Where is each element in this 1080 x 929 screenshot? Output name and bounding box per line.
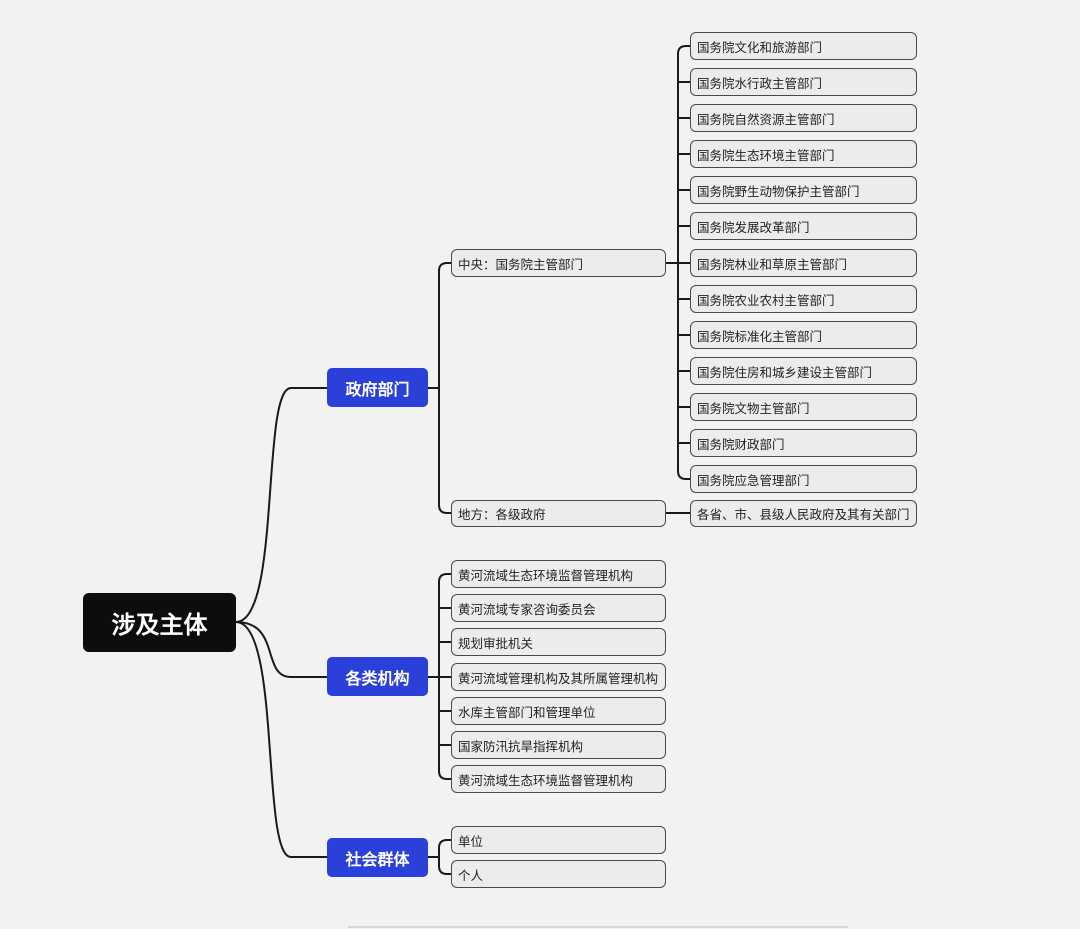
group-connector [677,45,690,55]
group-central[interactable]: 中央：国务院主管部门 [451,249,666,277]
central-item[interactable]: 国务院文化和旅游部门 [690,32,917,60]
category-connector [438,770,451,780]
institution-item[interactable]: 黄河流域生态环境监督管理机构 [451,560,666,588]
central-item[interactable]: 国务院应急管理部门 [690,465,917,493]
category-connector [438,262,451,272]
institution-item[interactable]: 国家防汛抗旱指挥机构 [451,731,666,759]
category-government[interactable]: 政府部门 [327,368,428,407]
category-connector [438,504,451,514]
central-item[interactable]: 国务院林业和草原主管部门 [690,249,917,277]
category-connector [438,865,451,875]
social-item[interactable]: 个人 [451,860,666,888]
central-item[interactable]: 国务院农业农村主管部门 [690,285,917,313]
category-connector [438,573,451,583]
social-item[interactable]: 单位 [451,826,666,854]
root-connector [235,387,327,623]
category-connector [438,839,451,849]
central-item[interactable]: 国务院野生动物保护主管部门 [690,176,917,204]
central-item[interactable]: 国务院发展改革部门 [690,212,917,240]
central-item[interactable]: 国务院财政部门 [690,429,917,457]
institution-item[interactable]: 水库主管部门和管理单位 [451,697,666,725]
category-institutions[interactable]: 各类机构 [327,657,428,696]
root-connector [235,621,327,858]
category-social-groups[interactable]: 社会群体 [327,838,428,877]
group-connector [677,470,690,480]
central-item[interactable]: 国务院生态环境主管部门 [690,140,917,168]
central-item[interactable]: 国务院住房和城乡建设主管部门 [690,357,917,385]
central-item[interactable]: 国务院水行政主管部门 [690,68,917,96]
central-item[interactable]: 国务院标准化主管部门 [690,321,917,349]
group-local[interactable]: 地方：各级政府 [451,500,666,527]
institution-item[interactable]: 规划审批机关 [451,628,666,656]
institution-item[interactable]: 黄河流域管理机构及其所属管理机构 [451,663,666,691]
local-item[interactable]: 各省、市、县级人民政府及其有关部门 [690,500,917,527]
bottom-divider [348,926,848,928]
central-item[interactable]: 国务院文物主管部门 [690,393,917,421]
root-node[interactable]: 涉及主体 [83,593,236,652]
institution-item[interactable]: 黄河流域生态环境监督管理机构 [451,765,666,793]
central-item[interactable]: 国务院自然资源主管部门 [690,104,917,132]
institution-item[interactable]: 黄河流域专家咨询委员会 [451,594,666,622]
root-connector [235,621,327,678]
